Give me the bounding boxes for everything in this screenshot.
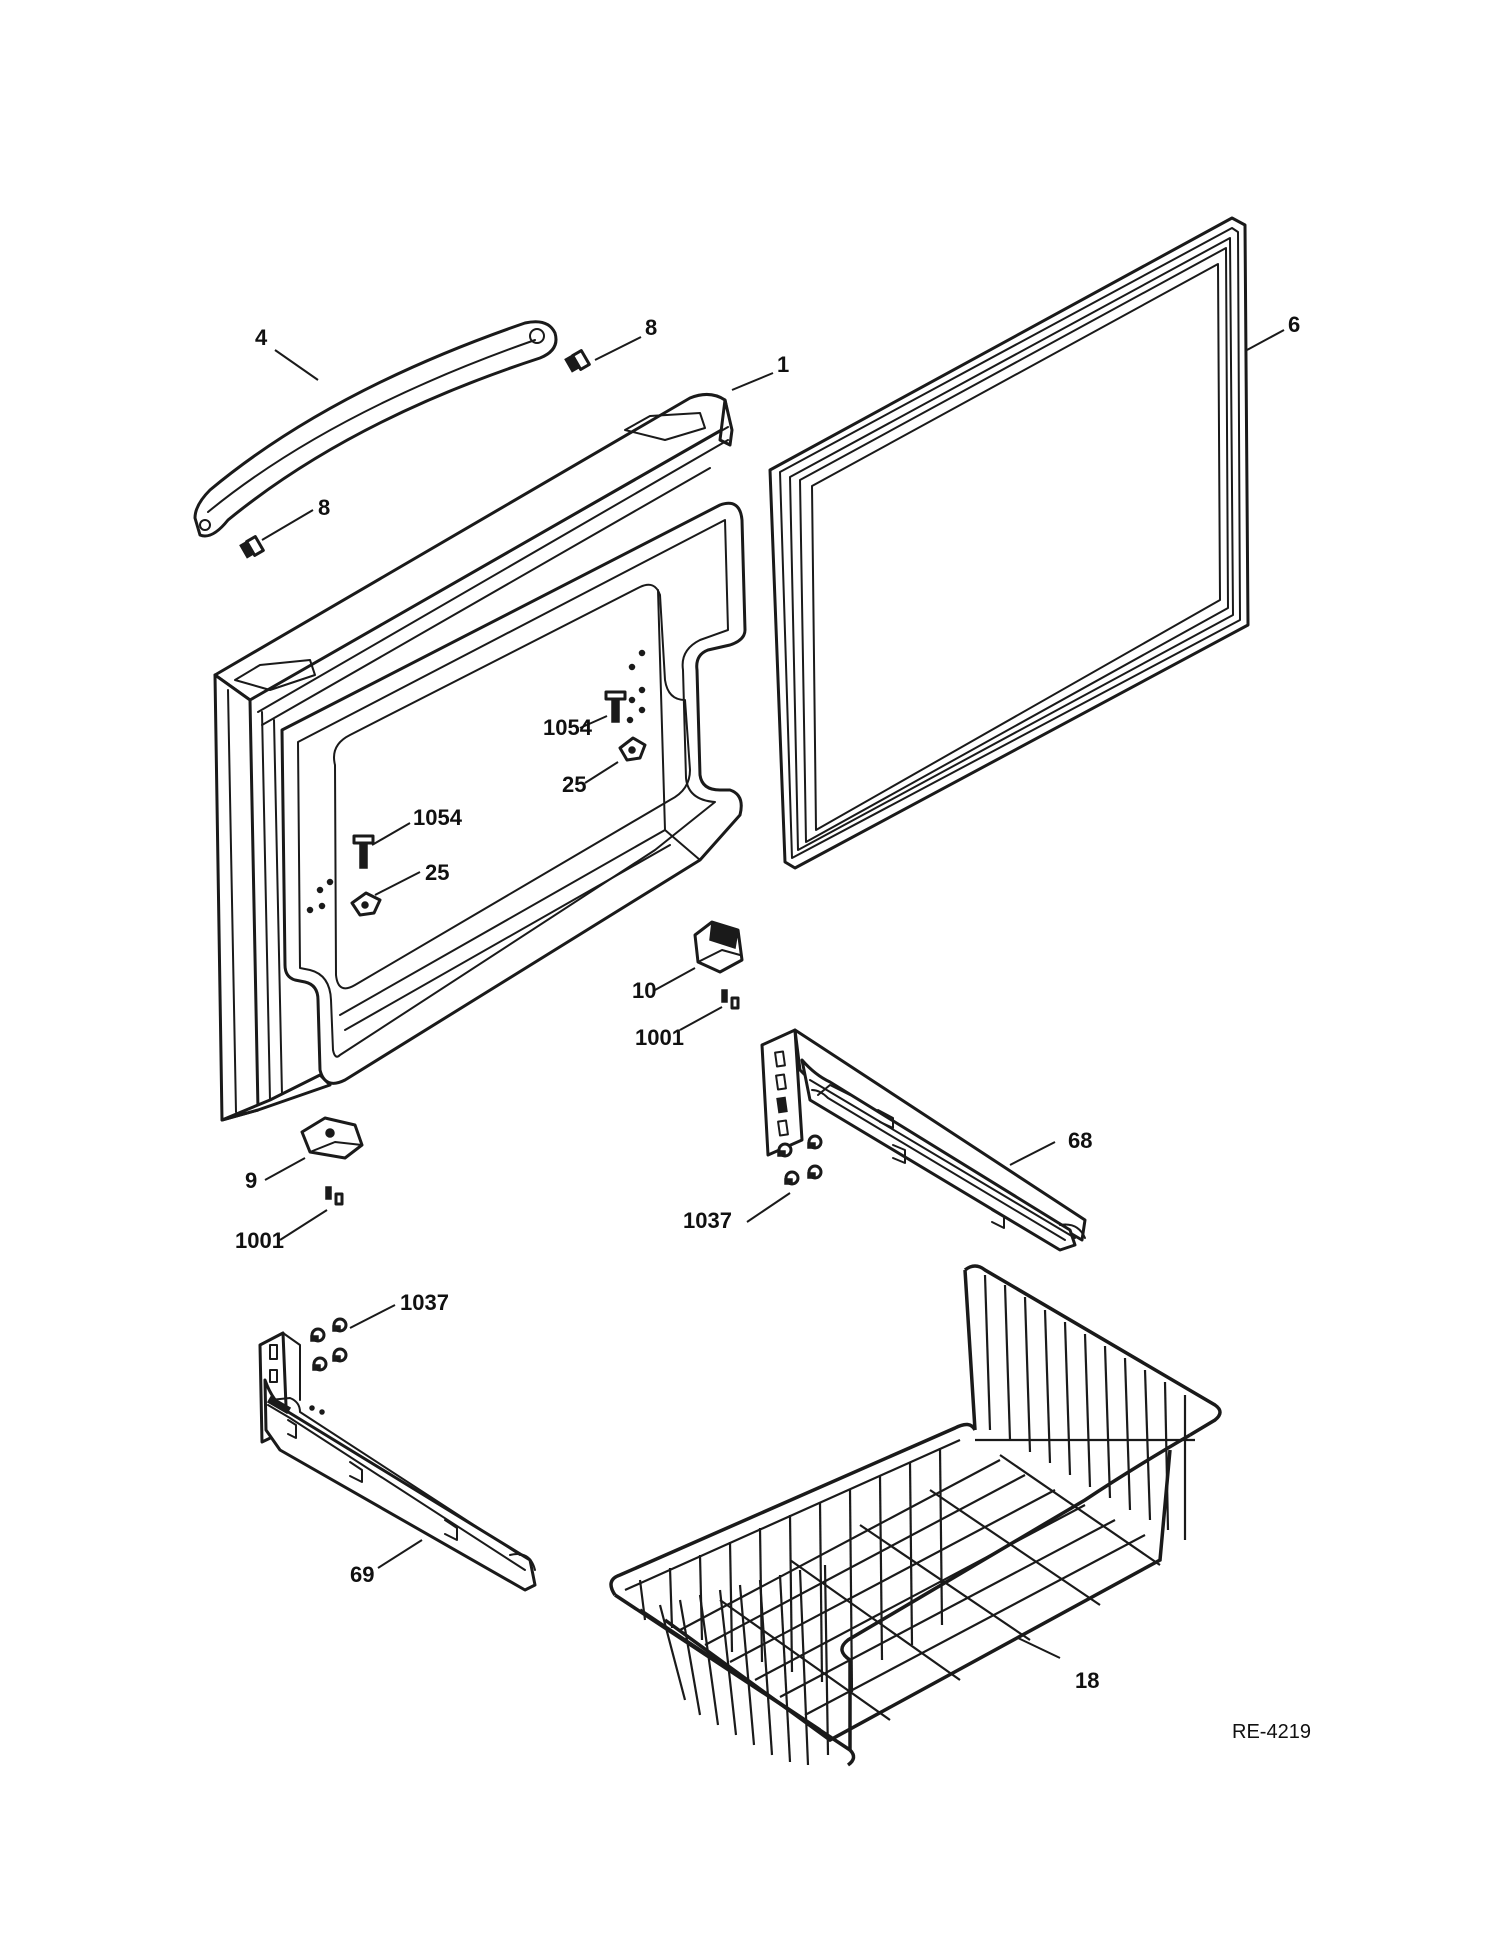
callout-1001-right: 1001 [635, 1025, 684, 1050]
basket-side-wires [983, 1274, 1187, 1540]
nut-plate-right [618, 736, 647, 762]
callout-9: 9 [245, 1168, 257, 1193]
callout-8-top: 8 [645, 315, 657, 340]
leader-lines [261, 329, 1285, 1659]
rail-left-screws [310, 1317, 348, 1372]
callout-labels: 4 8 1 8 6 1054 25 1054 25 10 1001 68 103… [235, 312, 1311, 1743]
freezer-door [213, 393, 747, 1122]
rail-right-screws [777, 1134, 823, 1186]
callout-25-left: 25 [425, 860, 449, 885]
reference-number: RE-4219 [1232, 1721, 1311, 1743]
hinge-left-screw [325, 1186, 344, 1206]
drawer-rail-left [258, 1331, 537, 1592]
door-screw-right [604, 690, 627, 723]
door-screw-left [352, 834, 375, 869]
callout-1054-right: 1054 [543, 715, 593, 740]
basket-bottom-grid [679, 1454, 1161, 1721]
callout-1037-right: 1037 [683, 1208, 732, 1233]
hinge-right [693, 920, 744, 974]
wire-basket [609, 1264, 1222, 1767]
callout-10: 10 [632, 978, 656, 1003]
door-handle [193, 320, 558, 538]
hinge-left [300, 1116, 364, 1160]
callout-1037-left: 1037 [400, 1290, 449, 1315]
door-gasket [768, 216, 1250, 870]
callout-18: 18 [1075, 1668, 1099, 1693]
callout-8-bottom: 8 [318, 495, 330, 520]
drawer-rail-right [760, 1028, 1087, 1252]
callout-4: 4 [255, 325, 268, 350]
callout-6: 6 [1288, 312, 1300, 337]
hinge-right-screw [721, 989, 740, 1010]
handle-screw-top [564, 349, 591, 373]
callout-1001-left: 1001 [235, 1228, 284, 1253]
callout-69: 69 [350, 1562, 374, 1587]
callout-25-right: 25 [562, 772, 586, 797]
nut-plate-left [350, 891, 382, 917]
callout-1: 1 [777, 352, 789, 377]
callout-68: 68 [1068, 1128, 1092, 1153]
callout-1054-left: 1054 [413, 805, 463, 830]
handle-screw-bottom [239, 535, 265, 559]
